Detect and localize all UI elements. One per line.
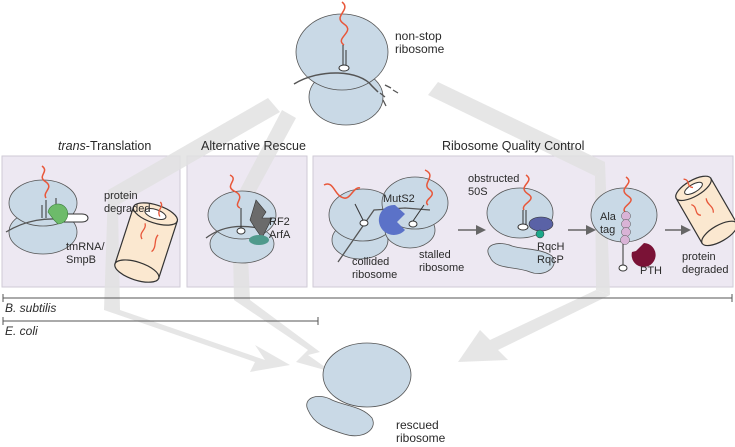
rescued-ribosome bbox=[306, 342, 412, 437]
ala-tag-ribosome bbox=[590, 176, 658, 272]
flow-arrows bbox=[104, 82, 610, 372]
alternative-rescue-ribosome bbox=[205, 174, 277, 264]
proteasome-trans bbox=[114, 201, 179, 283]
arfa bbox=[249, 235, 269, 245]
arrow-right-head bbox=[476, 225, 486, 235]
flow-arrow-trans-to-rescued bbox=[104, 310, 290, 372]
title-alternative-rescue: Alternative Rescue bbox=[201, 139, 306, 153]
flow-arrow-to-trans bbox=[108, 98, 280, 205]
rqcp bbox=[535, 229, 545, 239]
flow-arrow-to-alt bbox=[232, 110, 296, 210]
b-subtilis-label: B. subtilis bbox=[5, 301, 57, 315]
rf2 bbox=[249, 199, 273, 239]
proteasome-rqc bbox=[675, 175, 735, 247]
obstructed-50s bbox=[486, 174, 555, 274]
muts2-label: MutS2 bbox=[383, 193, 415, 205]
rqch bbox=[528, 216, 554, 232]
collided-stalled-ribosomes bbox=[323, 169, 449, 263]
flow-arrow-trans-down bbox=[104, 190, 120, 310]
flow-arrow-to-rqc bbox=[428, 82, 605, 176]
tmrna-smpb-label: tmRNA/SmpB bbox=[66, 241, 105, 266]
organism-bars bbox=[2, 294, 733, 325]
non-stop-ribosome bbox=[293, 1, 399, 126]
flow-arrow-rqc-to-rescued bbox=[458, 290, 610, 362]
e-coli-label: E. coli bbox=[5, 324, 38, 338]
pth-label: PTH bbox=[640, 265, 662, 277]
tmrna-smpb bbox=[47, 203, 69, 225]
muts2 bbox=[378, 204, 405, 235]
title-trans-translation: trans-Translation bbox=[58, 139, 152, 153]
pth bbox=[631, 243, 656, 267]
trans-translation-ribosome bbox=[5, 165, 89, 255]
flow-arrow-alt-to-rescued bbox=[234, 300, 332, 372]
title-ribosome-quality-control: Ribosome Quality Control bbox=[442, 139, 585, 153]
nascent-peptide bbox=[339, 1, 349, 46]
